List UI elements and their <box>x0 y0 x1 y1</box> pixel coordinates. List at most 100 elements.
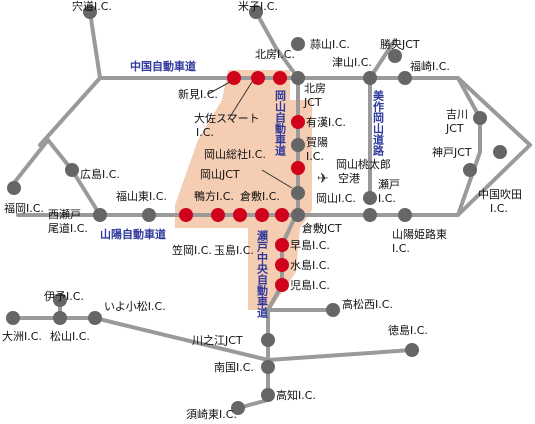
label-airport-1: 岡山桃太郎 <box>336 157 391 171</box>
node-sanyo-himeji <box>398 208 412 222</box>
leader-lines <box>207 81 293 189</box>
label-kayo-2: I.C. <box>306 150 324 163</box>
yonago-expressway <box>254 10 300 80</box>
label-osa-smart-1: 大佐スマート <box>194 111 260 125</box>
node-tamashima <box>233 208 247 222</box>
node-iyo-komatsu <box>88 311 102 325</box>
label-tokushima: 徳島I.C. <box>388 323 428 337</box>
node-kurashiki <box>255 208 269 222</box>
label-shishido: 宍道I.C. <box>72 0 112 13</box>
node-kochi <box>261 388 275 402</box>
node-tsuyama <box>363 71 377 85</box>
label-hiruzen: 蒜山I.C. <box>310 38 350 51</box>
node-kayo <box>291 138 305 152</box>
shikoku-east <box>266 348 414 362</box>
label-kasaoka: 笠岡I.C. <box>172 243 212 257</box>
label-kurashiki-jct: 倉敷JCT <box>302 221 342 235</box>
label-katsuo-jct: 勝央JCT <box>380 37 420 51</box>
highway-sanyo: 山陽自動車道 <box>100 227 166 241</box>
node-katsuo-jct <box>388 49 402 63</box>
label-mizushima: 水島I.C. <box>290 258 330 272</box>
node-kamogata <box>211 208 225 222</box>
node-shishido <box>83 5 97 19</box>
node-niimi <box>227 71 241 85</box>
node-kobe-jct <box>493 145 507 159</box>
label-sanyo-himeji-1: 山陽姫路東 <box>392 227 447 241</box>
label-nishiseto-1: 西瀬戸 <box>48 207 81 221</box>
label-yoshikawa-jct-2: JCT <box>445 122 464 135</box>
label-kurashiki: 倉敷I.C. <box>240 189 280 203</box>
label-iyo: 伊予I.C. <box>44 290 84 303</box>
node-fukusaki <box>398 71 412 85</box>
node-mizushima <box>275 258 289 272</box>
node-yoshikawa-jct <box>473 111 487 125</box>
label-kawanoe-jct: 川之江JCT <box>192 333 243 347</box>
label-ozu: 大洲I.C. <box>2 329 42 343</box>
node-kojima <box>275 278 289 292</box>
node-nishiseto <box>93 208 107 222</box>
node-takamatsu-nishi <box>326 303 340 317</box>
road-network <box>8 10 532 410</box>
label-hokubo-jct-2: JCT <box>303 96 322 109</box>
label-seto-2: I.C. <box>378 192 396 205</box>
interchange-nodes <box>6 5 507 415</box>
label-chugoku-suita-1: 中国吹田 <box>478 188 522 201</box>
node-hokubo-jct <box>291 71 305 85</box>
node-fukuyama-higashi <box>142 208 156 222</box>
node-osa-smart <box>251 71 265 85</box>
label-hayashima: 早島I.C. <box>290 238 330 252</box>
node-hayashima <box>275 238 289 252</box>
label-seto-1: 瀬戸 <box>378 177 400 191</box>
node-hiroshima <box>65 163 79 177</box>
node-matsuyama <box>53 311 67 325</box>
label-nangoku: 南国I.C. <box>214 361 254 374</box>
label-airport-2: 空港 <box>338 171 360 185</box>
label-yonago: 米子I.C. <box>238 0 278 13</box>
label-hokubo: 北房I.C. <box>255 48 295 61</box>
highway-okayama: 岡山自動車道 <box>274 90 287 157</box>
node-kurashiki-jct <box>291 208 305 222</box>
shikoku-west <box>11 316 270 362</box>
node-yonago <box>249 5 263 19</box>
chugoku-expressway <box>38 76 532 147</box>
node-okayama-ic <box>363 208 377 222</box>
highway-setochuo: 瀬戸中央自動車道 <box>256 229 269 319</box>
label-niimi: 新見I.C. <box>178 87 218 101</box>
label-okayama-ic: 岡山I.C. <box>316 192 356 205</box>
label-sanyo-himeji-2: I.C. <box>392 242 410 255</box>
node-kawanoe-jct <box>261 333 275 347</box>
node-hokubo <box>273 71 287 85</box>
node-hiruzen <box>291 37 305 51</box>
node-tokushima <box>405 343 419 357</box>
label-tamashima: 玉島I.C. <box>214 243 254 257</box>
kobe-link <box>456 76 482 217</box>
node-ozu <box>6 311 20 325</box>
node-okayama-soja <box>291 161 305 175</box>
label-fukusaki: 福崎I.C. <box>410 59 450 73</box>
label-takamatsu-nishi: 高松西I.C. <box>342 297 393 311</box>
label-fukuyama-higashi: 福山東I.C. <box>116 189 167 203</box>
hiroshima-link <box>8 138 102 217</box>
node-susaki <box>231 401 245 415</box>
label-hiroshima: 広島I.C. <box>80 167 120 181</box>
label-matsuyama: 松山I.C. <box>50 329 90 343</box>
label-tsuyama: 津山I.C. <box>332 56 372 69</box>
node-ukan <box>291 115 305 129</box>
label-yoshikawa-jct-1: 吉川 <box>446 108 468 121</box>
node-okayama-jct <box>291 186 305 200</box>
label-okayama-soja: 岡山総社I.C. <box>204 147 266 161</box>
label-chugoku-suita-2: I.C. <box>490 202 508 215</box>
highway-mimasaka: 美作岡山道路 <box>372 89 385 157</box>
node-kasaoka <box>179 208 193 222</box>
node-fukuoka <box>7 181 21 195</box>
highlighted-nodes <box>179 71 305 292</box>
node-kurashiki-2 <box>275 208 289 222</box>
label-kamogata: 鴨方I.C. <box>194 189 234 203</box>
label-osa-smart-2: I.C. <box>196 126 214 139</box>
highway-chugoku: 中国自動車道 <box>130 59 196 73</box>
label-kochi: 高知I.C. <box>276 388 316 402</box>
label-susaki: 須崎東I.C. <box>186 407 237 421</box>
label-kayo-1: 賀陽 <box>306 136 328 149</box>
